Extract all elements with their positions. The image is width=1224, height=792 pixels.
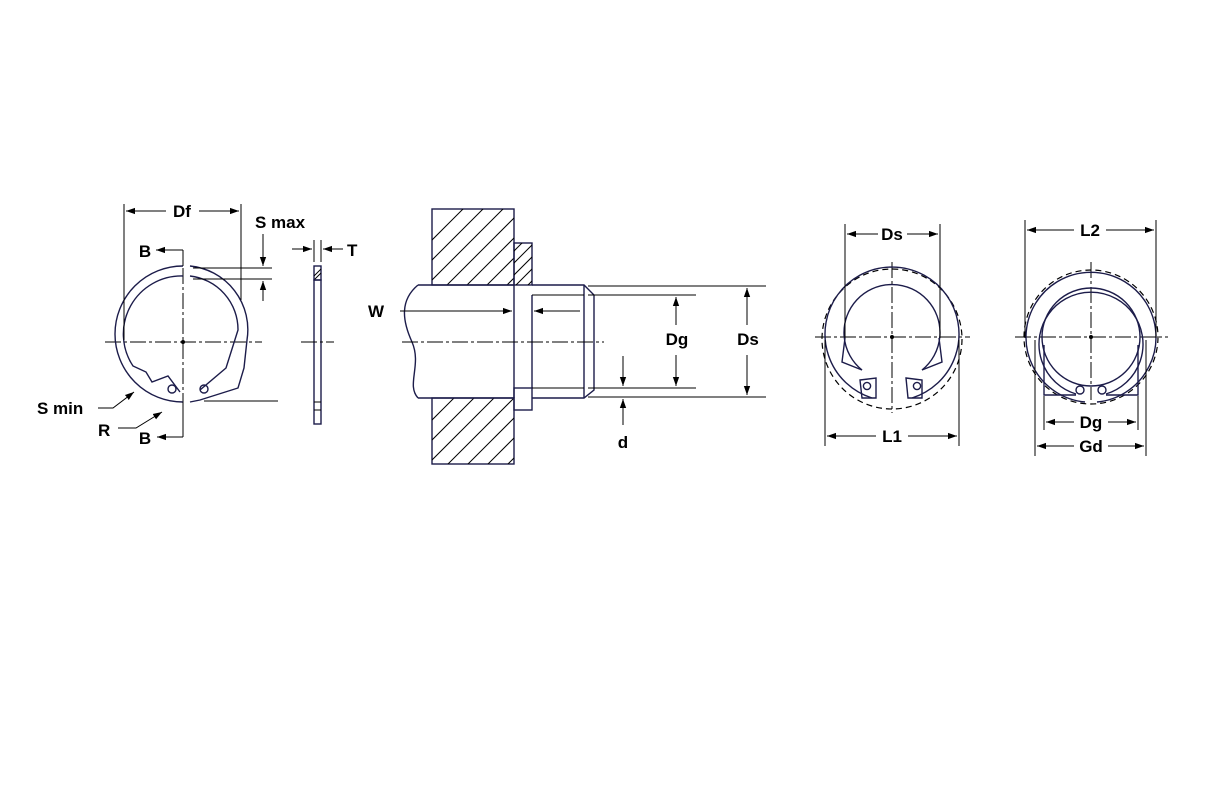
ring-section-view: T — [292, 240, 358, 425]
ring-inner-left — [122, 275, 184, 393]
section-top-hatch-2 — [313, 272, 322, 281]
l1-lug-left — [859, 377, 877, 399]
housing-lower-hatch — [432, 398, 514, 464]
lug-hole-left — [167, 384, 177, 394]
l1-lug-hole-right — [912, 381, 922, 391]
label-ds-mid: Ds — [737, 330, 759, 349]
ring-front-view: Df B B S max S min R — [37, 202, 306, 448]
l1-shaft-circle-dashed — [821, 268, 963, 410]
label-l2: L2 — [1080, 221, 1100, 240]
l2-lug-hole-right — [1097, 385, 1107, 395]
shaft-end — [532, 284, 595, 399]
l1-lug-right — [905, 377, 923, 399]
label-b-top: B — [139, 242, 151, 261]
label-d: d — [618, 433, 628, 452]
ring-outer-right — [189, 265, 249, 403]
l1-ring-outer — [824, 266, 960, 399]
label-r: R — [98, 421, 110, 440]
label-s-min: S min — [37, 399, 83, 418]
l1-center-dot — [890, 335, 894, 339]
ring-outer-left — [114, 265, 184, 403]
ring-section-hatch — [514, 243, 532, 285]
label-dg-right: Dg — [1080, 413, 1103, 432]
ring-installed-view-l1: Ds L1 — [815, 224, 970, 446]
l2-ring-inner — [1038, 291, 1144, 395]
housing-upper-hatch — [432, 209, 514, 285]
label-l1: L1 — [882, 427, 902, 446]
smin-leader — [98, 391, 135, 409]
ring-inner-right — [189, 275, 239, 391]
center-dot — [181, 340, 185, 344]
ring-section-top — [513, 242, 533, 286]
l1-ring-lug-left — [841, 337, 863, 371]
l2-groove-circle — [1041, 287, 1141, 387]
lug-hole-right — [199, 384, 209, 394]
l2-lug-left — [1043, 345, 1076, 396]
label-gd: Gd — [1079, 437, 1103, 456]
l1-lug-hole-left — [862, 381, 872, 391]
r-leader — [118, 411, 163, 429]
section-top-hatch-1 — [313, 268, 322, 277]
label-t: T — [347, 241, 358, 260]
l2-groove-circle-dashed — [1023, 269, 1159, 405]
assembly-view: W Dg Ds d — [368, 208, 766, 465]
l2-center-dot — [1089, 335, 1093, 339]
ring-section-bottom — [513, 387, 533, 411]
label-b-bottom: B — [139, 429, 151, 448]
l1-ring-lug-right — [921, 337, 943, 371]
l2-lug-hole-left — [1075, 385, 1085, 395]
label-w: W — [368, 302, 385, 321]
label-dg-mid: Dg — [666, 330, 689, 349]
section-profile — [313, 279, 322, 425]
label-s-max: S max — [255, 213, 306, 232]
ring-installed-view-l2: L2 Dg Gd — [1015, 220, 1168, 456]
l2-lug-right — [1106, 345, 1139, 396]
label-ds-right: Ds — [881, 225, 903, 244]
label-df: Df — [173, 202, 191, 221]
